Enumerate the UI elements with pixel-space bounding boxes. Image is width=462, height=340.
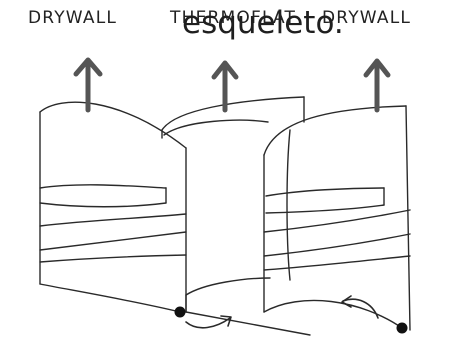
thermoflat-panel bbox=[161, 96, 311, 336]
drywall-left-panel bbox=[39, 101, 187, 313]
up-arrow-icon bbox=[363, 58, 391, 113]
diagram-title: esqueleto. bbox=[182, 5, 344, 41]
label-drywall-right: DRYWALL bbox=[322, 8, 412, 28]
up-arrow-icon bbox=[73, 57, 103, 113]
label-thermoflat: THERMOFLAT bbox=[170, 8, 297, 28]
drywall-right-panel bbox=[263, 105, 411, 331]
pivot-dot-left bbox=[174, 306, 186, 318]
up-arrow-icons bbox=[73, 57, 391, 113]
label-drywall-left: DRYWALL bbox=[28, 8, 118, 28]
curved-arrow-icons bbox=[185, 295, 379, 329]
up-arrow-icon bbox=[211, 60, 239, 113]
curved-arrow-icon bbox=[341, 295, 379, 319]
pivot-dot-right bbox=[396, 322, 408, 334]
curved-arrow-icon bbox=[185, 315, 232, 329]
